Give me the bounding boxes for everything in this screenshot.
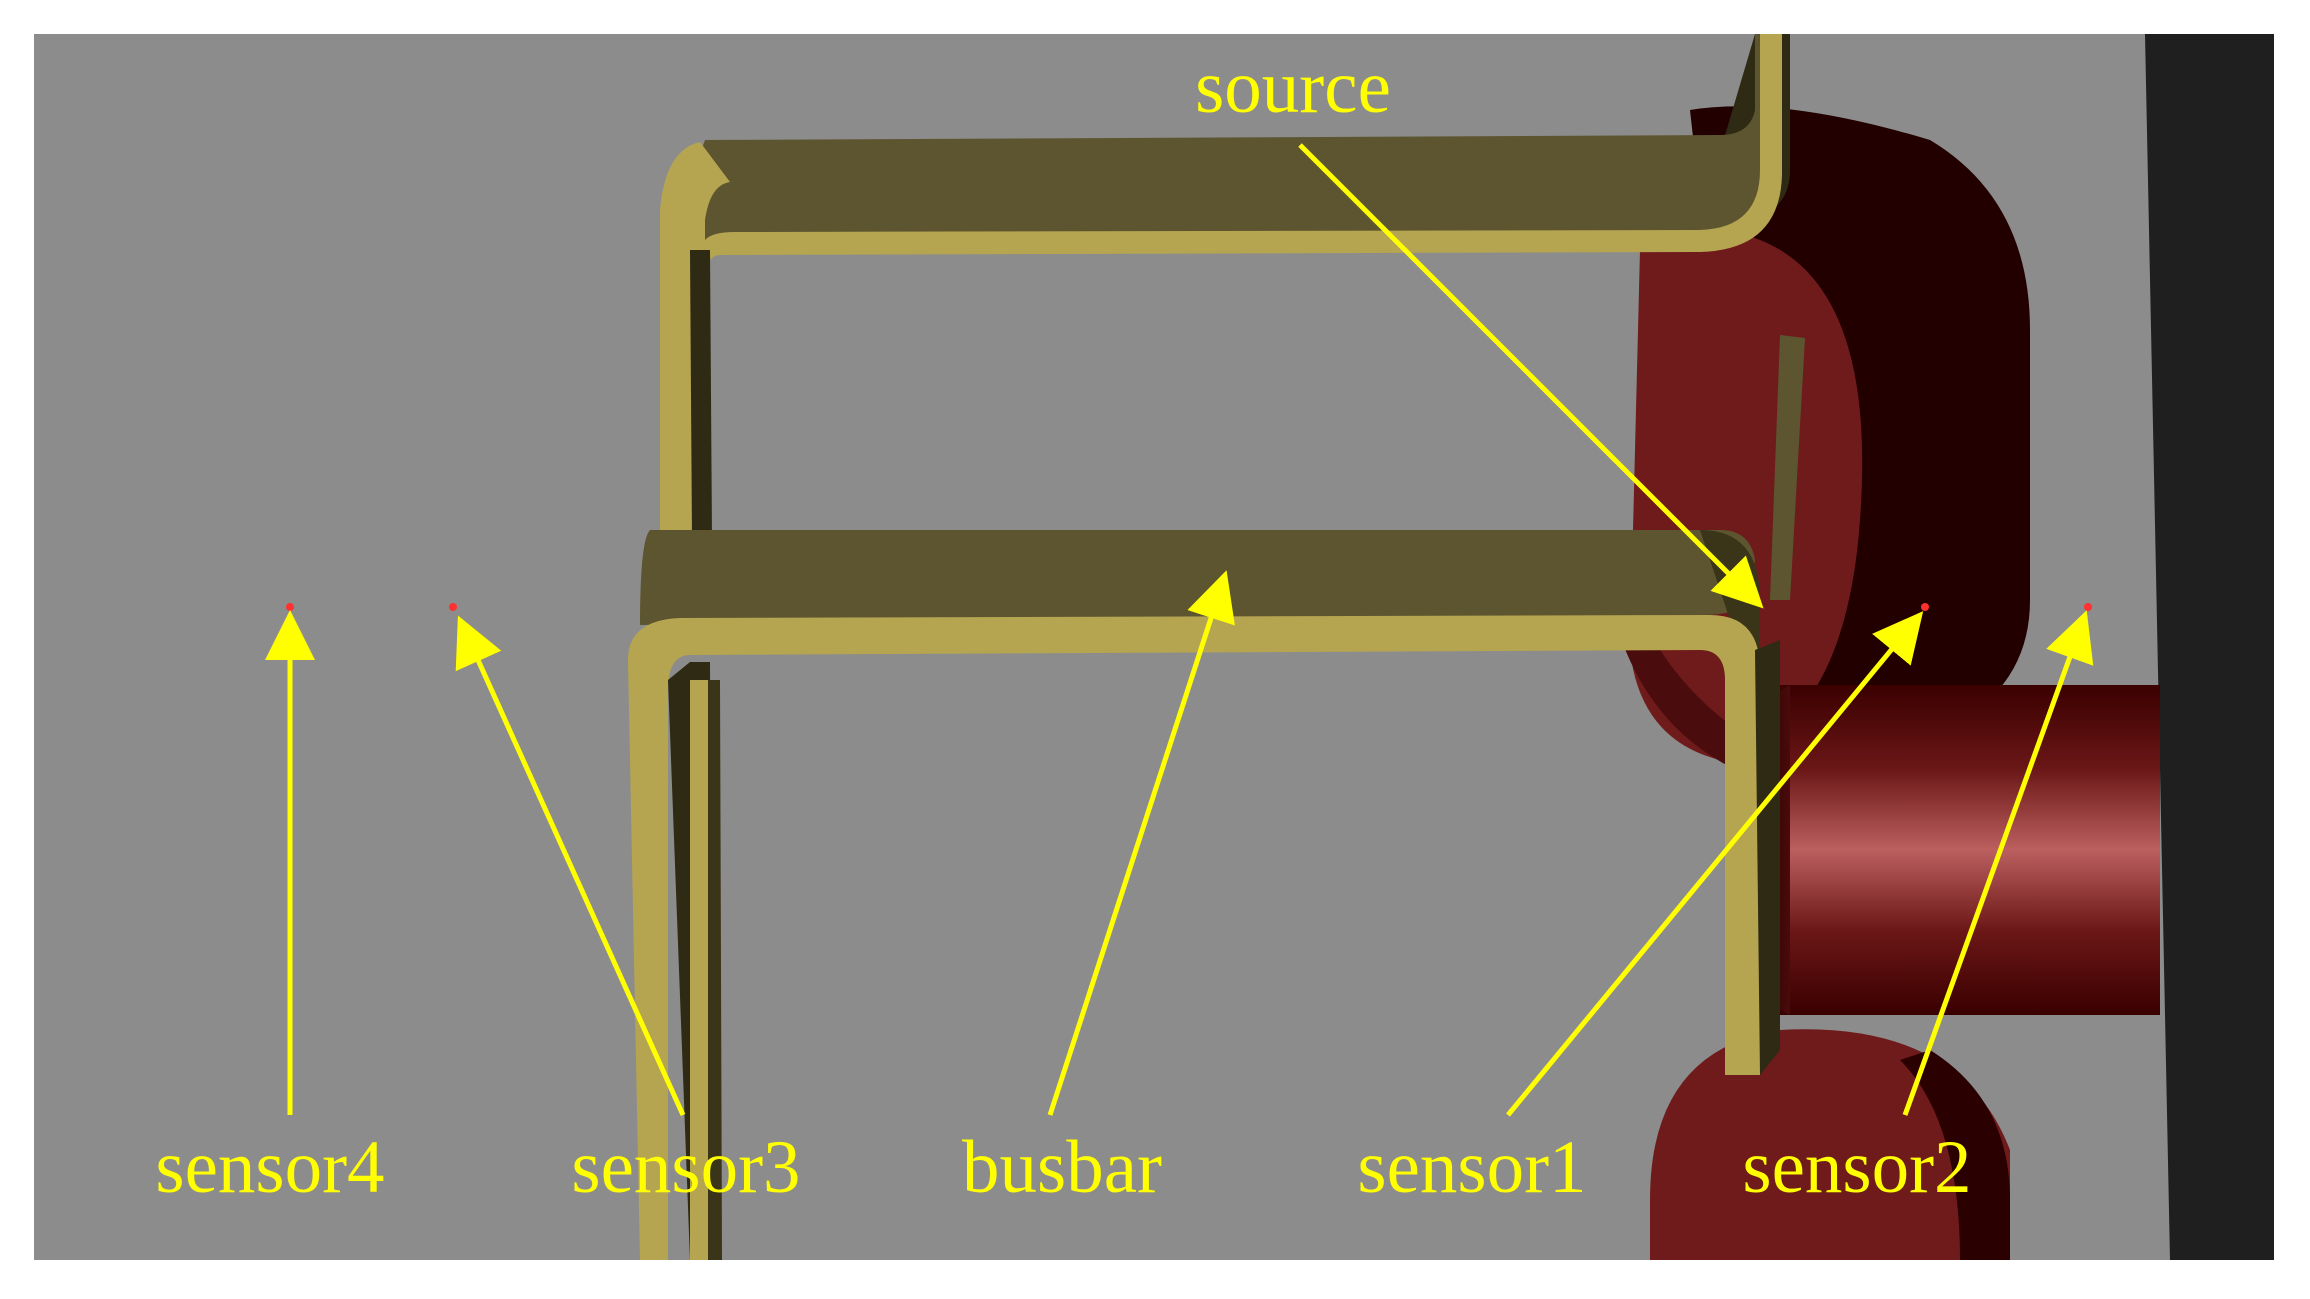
sensor3-arrow: [455, 615, 686, 1117]
sensor2-point: [2084, 603, 2092, 611]
source-plate: [1770, 335, 1805, 600]
sensor2-arrow: [1902, 610, 2094, 1116]
busbar-label: busbar: [962, 1126, 1162, 1209]
cylinder: [1748, 685, 2160, 1015]
busbar-lower: [628, 530, 1780, 1260]
busbar-upper: [660, 34, 1790, 540]
sensor3-point: [449, 603, 457, 611]
source-label: source: [1195, 46, 1391, 129]
sensor4-point: [286, 603, 294, 611]
sensor1-arrow: [1506, 611, 1924, 1117]
sensor2-label: sensor2: [1742, 1126, 1971, 1209]
sensor1-point: [1921, 603, 1929, 611]
dark-wall: [2145, 34, 2274, 1260]
source-arrow: [1298, 143, 1764, 609]
sensor3-label: sensor3: [571, 1126, 800, 1209]
sensor1-label: sensor1: [1357, 1126, 1586, 1209]
sensor4-label: sensor4: [155, 1126, 384, 1209]
busbar-arrow: [1047, 570, 1235, 1116]
